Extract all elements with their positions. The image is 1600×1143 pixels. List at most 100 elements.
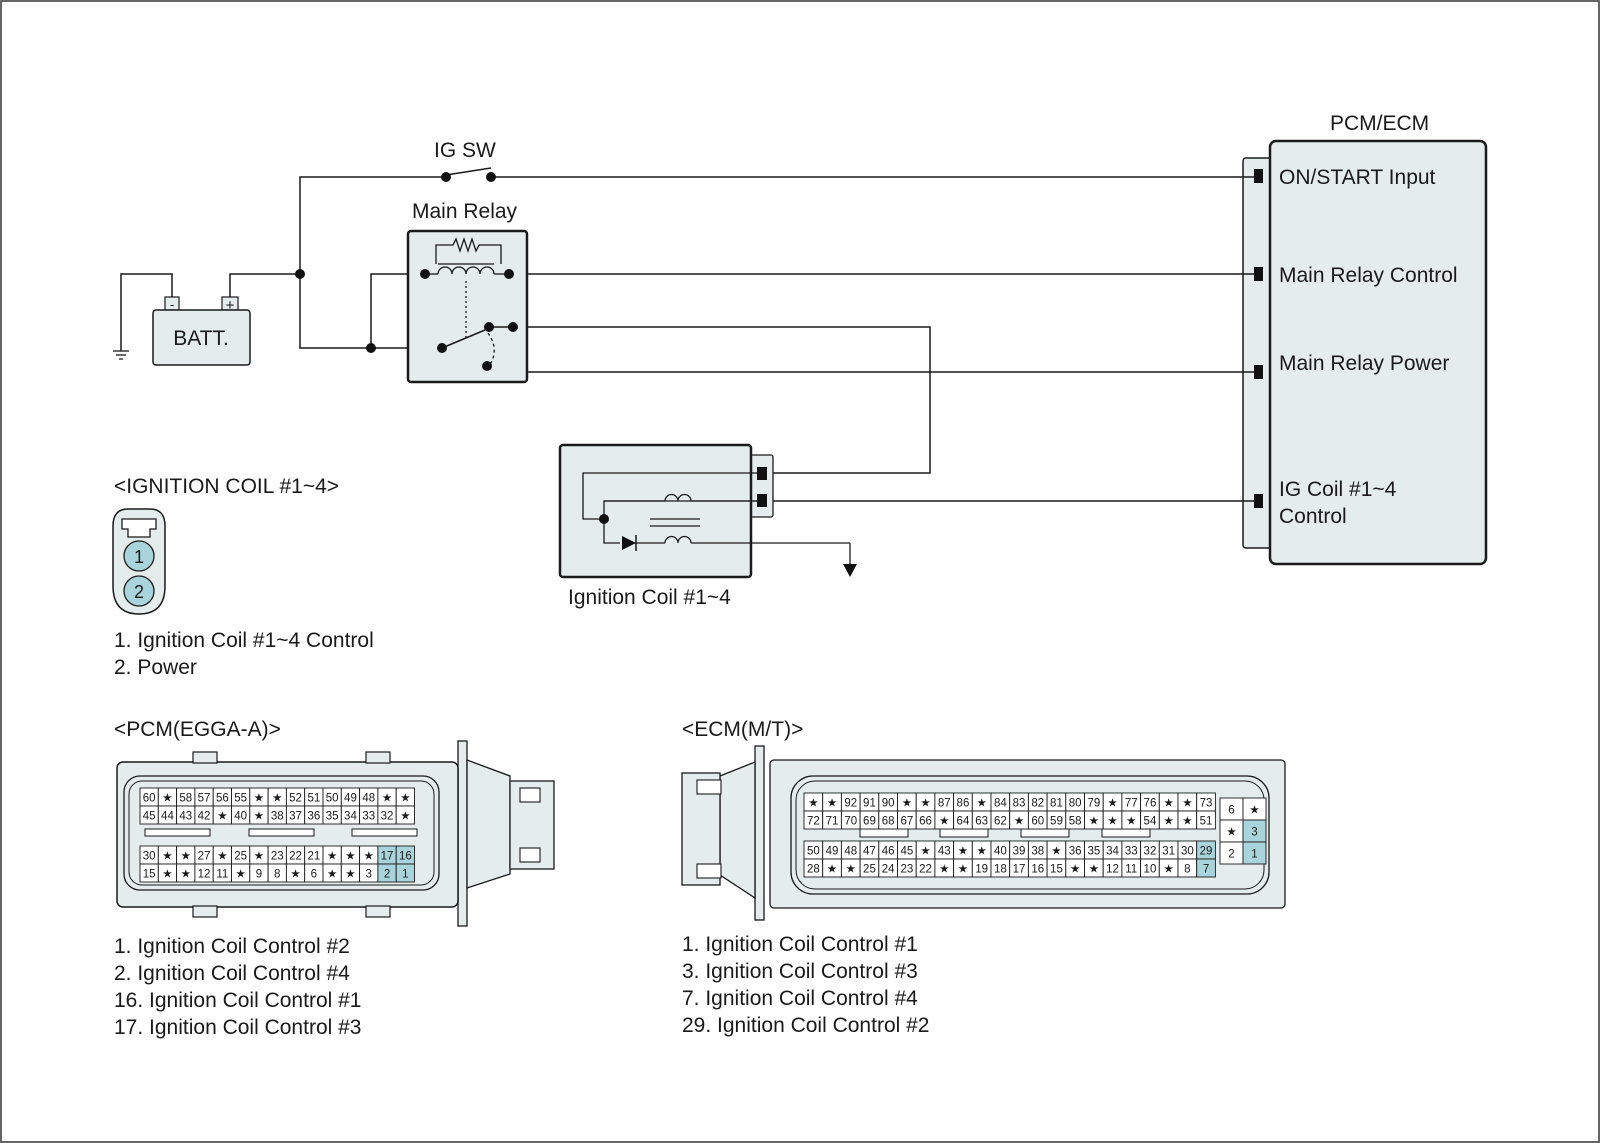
ecm-pin-star-icon: ★ bbox=[1182, 798, 1192, 810]
pcm-pin-number: 11 bbox=[216, 869, 228, 881]
main-relay-body bbox=[406, 229, 529, 384]
ecm-small-pin-number: 3 bbox=[1251, 827, 1257, 839]
pcm-pin-number: 55 bbox=[234, 793, 247, 805]
wire-main-relay-power bbox=[513, 326, 1254, 373]
pcm-pin-number: 56 bbox=[216, 793, 229, 805]
pcm-ecm-title: PCM/ECM bbox=[1330, 112, 1429, 135]
pcm-pin-number: 43 bbox=[179, 811, 192, 823]
pcm-pin-number: 32 bbox=[381, 811, 394, 823]
battery-plus-sign: + bbox=[226, 297, 235, 314]
ecm-pin-number: 16 bbox=[1031, 864, 1044, 876]
ecm-small-pin-cell bbox=[1242, 841, 1267, 865]
ecm-pin-number: 63 bbox=[975, 816, 988, 828]
wire-relay-output-to-coil bbox=[513, 326, 931, 474]
ecm-pin-number: 82 bbox=[1031, 798, 1044, 810]
ecm-pin-number: 71 bbox=[826, 816, 839, 828]
ecm-connector-key-slot bbox=[1101, 828, 1151, 838]
pcm-pin-number: 27 bbox=[198, 851, 211, 863]
battery-body bbox=[152, 309, 251, 366]
ecm-pin-star-icon: ★ bbox=[846, 864, 856, 876]
ecm-pin-star-icon: ★ bbox=[939, 816, 949, 828]
ecm-pin-star-icon: ★ bbox=[1070, 864, 1080, 876]
ecm-pin-number: 60 bbox=[1031, 816, 1044, 828]
ecm-small-pin-number: 2 bbox=[1228, 849, 1234, 861]
ignition-coil-connector: <IGNITION COIL #1~4> 1 2 1. Ignition Coi… bbox=[112, 475, 374, 679]
pcm-connector-legend-1: 1. Ignition Coil Control #2 bbox=[114, 935, 350, 958]
battery-minus-sign: - bbox=[170, 297, 174, 312]
pcm-pin-number: 34 bbox=[344, 811, 357, 823]
ecm-connector-title: <ECM(M/T)> bbox=[682, 718, 803, 741]
pcm-ecm-block: PCM/ECM ON/START Input Main Relay Contro… bbox=[1242, 112, 1488, 566]
ecm-pin-star-icon: ★ bbox=[1014, 816, 1024, 828]
ecm-pin-number: 11 bbox=[1125, 864, 1137, 876]
wire-ig-switch-feed bbox=[299, 176, 446, 274]
ignition-coil-terminal-1 bbox=[757, 467, 767, 480]
ground-arrow-icon bbox=[843, 564, 857, 577]
ecm-small-pin-star-icon: ★ bbox=[1249, 805, 1259, 817]
pcm-pin-number: 60 bbox=[143, 793, 156, 805]
ecm-pin-star-icon: ★ bbox=[920, 846, 930, 858]
pcm-connector-latch bbox=[192, 905, 218, 918]
pcm-pin-number: 50 bbox=[326, 793, 339, 805]
ecm-pin-number: 18 bbox=[994, 864, 1007, 876]
ecm-pin-number: 68 bbox=[882, 816, 895, 828]
ecm-connector-rear-notch bbox=[696, 863, 722, 879]
ecm-pin-number: 62 bbox=[994, 816, 1007, 828]
pcm-pin-number: 57 bbox=[198, 793, 211, 805]
ecm-small-pin-number: 6 bbox=[1228, 805, 1234, 817]
pcm-pin-number: 51 bbox=[307, 793, 320, 805]
junction-dot bbox=[420, 269, 430, 279]
pcm-pin-cell bbox=[395, 805, 415, 825]
ecm-pin-star-icon: ★ bbox=[976, 846, 986, 858]
ecm-pin-star-icon: ★ bbox=[1107, 798, 1117, 810]
ig-switch-contact-right bbox=[486, 172, 496, 182]
ecm-pin-number: 10 bbox=[1144, 864, 1157, 876]
ignition-coil: Ignition Coil #1~4 bbox=[558, 443, 857, 609]
ig-switch-lever bbox=[445, 167, 492, 176]
ignition-coil-label: Ignition Coil #1~4 bbox=[568, 586, 731, 609]
pcm-connector-flange bbox=[457, 740, 468, 927]
pcm-connector-key-slot bbox=[144, 828, 211, 837]
ecm-pin-star-icon: ★ bbox=[808, 798, 818, 810]
ecm-pin-number: 43 bbox=[938, 846, 951, 858]
ecm-connector-legend-2: 3. Ignition Coil Control #3 bbox=[682, 960, 918, 983]
pcm-pin-number: 58 bbox=[179, 793, 192, 805]
pcm-pin-star-icon: ★ bbox=[181, 851, 191, 863]
ig-switch: IG SW bbox=[434, 139, 496, 182]
ecm-small-pin-star-icon: ★ bbox=[1226, 827, 1236, 839]
ecm-connector-legend-4: 29. Ignition Coil Control #2 bbox=[682, 1014, 929, 1037]
pcm-pin-star-icon: ★ bbox=[254, 793, 264, 805]
ecm-pin-number: 77 bbox=[1125, 798, 1138, 810]
ecm-pin-number: 40 bbox=[994, 846, 1007, 858]
ecm-pin-number: 79 bbox=[1087, 798, 1100, 810]
pcm-pin-number: 9 bbox=[256, 869, 262, 881]
coil-connector-lock bbox=[121, 518, 157, 538]
ecm-pin-star-icon: ★ bbox=[827, 798, 837, 810]
pcm-pin-number: 12 bbox=[198, 869, 211, 881]
pcm-pin-number: 25 bbox=[234, 851, 247, 863]
ecm-pin-number: 86 bbox=[957, 798, 970, 810]
pcm-connector-legend-2: 2. Ignition Coil Control #4 bbox=[114, 962, 350, 985]
junction-dot bbox=[599, 514, 609, 524]
pcm-pin-star-icon: ★ bbox=[254, 851, 264, 863]
pin-label-on-start: ON/START Input bbox=[1279, 166, 1436, 189]
ecm-connector-flange bbox=[754, 745, 765, 921]
pin-label-ig-coil-control-2: Control bbox=[1279, 505, 1347, 528]
pcm-pin-number: 2 bbox=[384, 869, 390, 881]
pcm-pin-number: 36 bbox=[307, 811, 320, 823]
pcm-connector-title: <PCM(EGGA-A)> bbox=[114, 718, 281, 741]
ecm-pin-star-icon: ★ bbox=[1163, 798, 1173, 810]
ecm-pin-number: 39 bbox=[1013, 846, 1026, 858]
ecm-pin-number: 81 bbox=[1050, 798, 1063, 810]
junction-dot bbox=[508, 322, 518, 332]
pcm-pin-star-icon: ★ bbox=[162, 793, 172, 805]
wires bbox=[120, 176, 1254, 502]
ecm-pin-number: 8 bbox=[1184, 864, 1190, 876]
ecm-pin-number: 73 bbox=[1200, 798, 1213, 810]
coil-connector-pin-1-label: 1 bbox=[134, 547, 144, 567]
junction-dot bbox=[437, 343, 447, 353]
pcm-pin-number: 16 bbox=[399, 851, 412, 863]
